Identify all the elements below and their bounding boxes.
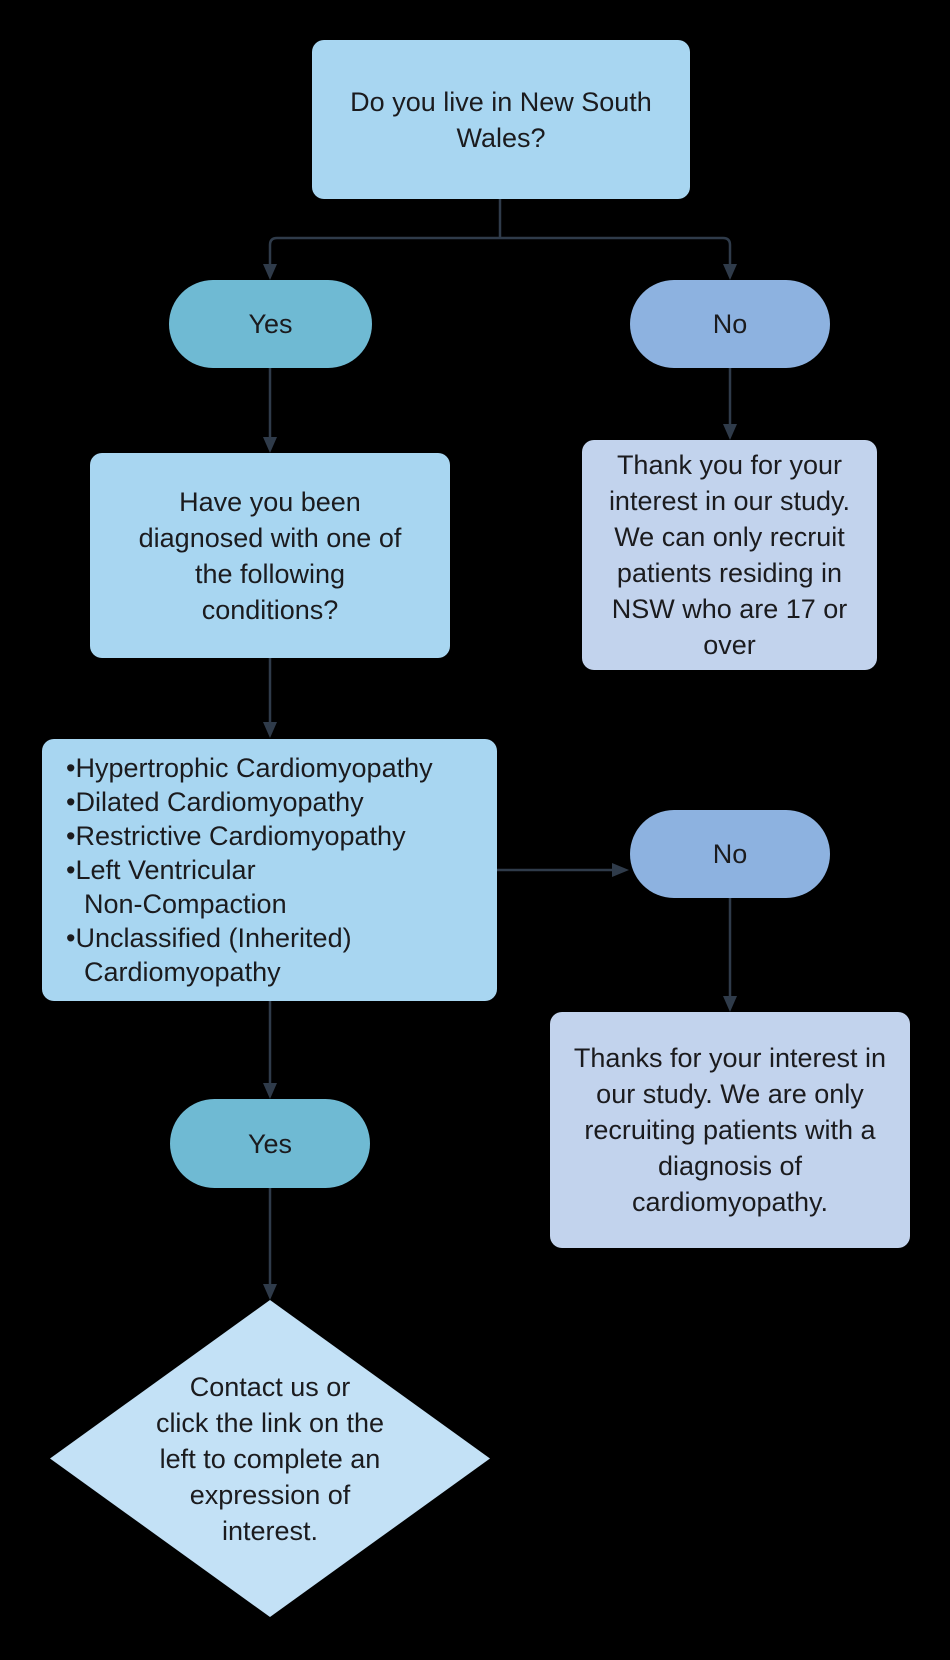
condition-item: Restrictive Cardiomyopathy [54, 819, 485, 853]
connector-yes2-to-contact [263, 1188, 277, 1300]
pill-no-1: No [630, 280, 830, 368]
node-live-in-nsw: Do you live in New South Wales? [312, 40, 690, 199]
pill-no-2: No [630, 810, 830, 898]
node-diagnosed-question: Have you been diagnosed with one of the … [90, 453, 450, 658]
pill-no-1-label: No [712, 309, 748, 339]
node-thanks-diagnosis-label: Thanks for your interest in our study. W… [573, 1043, 887, 1217]
connector-split-nsw [263, 199, 737, 280]
connector-conditions-to-yes2 [263, 1001, 277, 1099]
node-thank-you-nsw-label: Thank you for your interest in our study… [608, 450, 851, 660]
connector-diagnosed-to-conditions [263, 658, 277, 738]
node-live-in-nsw-label: Do you live in New South Wales? [350, 86, 652, 153]
pill-yes-2: Yes [170, 1099, 370, 1188]
node-contact-diamond: Contact us or click the link on the left… [50, 1300, 490, 1617]
conditions-list: Hypertrophic Cardiomyopathy Dilated Card… [54, 751, 485, 989]
condition-item: Unclassified (Inherited) Cardiomyopathy [54, 921, 485, 989]
condition-item: Dilated Cardiomyopathy [54, 785, 485, 819]
connector-yes1-to-diagnosed [263, 368, 277, 453]
arrowhead-to-no-1 [723, 264, 737, 280]
node-contact-diamond-label: Contact us or click the link on the left… [155, 1371, 385, 1546]
connector-no2-to-thanks-diagnosis [723, 898, 737, 1012]
arrowhead-to-yes-1 [263, 264, 277, 280]
pill-yes-1-label: Yes [248, 309, 293, 339]
node-thank-you-nsw: Thank you for your interest in our study… [582, 440, 877, 670]
pill-no-2-label: No [712, 839, 748, 869]
connector-conditions-to-no2 [497, 863, 629, 877]
connector-no1-to-thanks-nsw [723, 368, 737, 440]
pill-yes-2-label: Yes [247, 1128, 293, 1159]
condition-item: Left Ventricular Non-Compaction [54, 853, 485, 921]
node-thanks-diagnosis: Thanks for your interest in our study. W… [550, 1012, 910, 1248]
condition-item: Hypertrophic Cardiomyopathy [54, 751, 485, 785]
pill-yes-1: Yes [169, 280, 372, 368]
node-diagnosed-question-label: Have you been diagnosed with one of the … [138, 486, 402, 625]
node-conditions-list: Hypertrophic Cardiomyopathy Dilated Card… [42, 739, 497, 1001]
